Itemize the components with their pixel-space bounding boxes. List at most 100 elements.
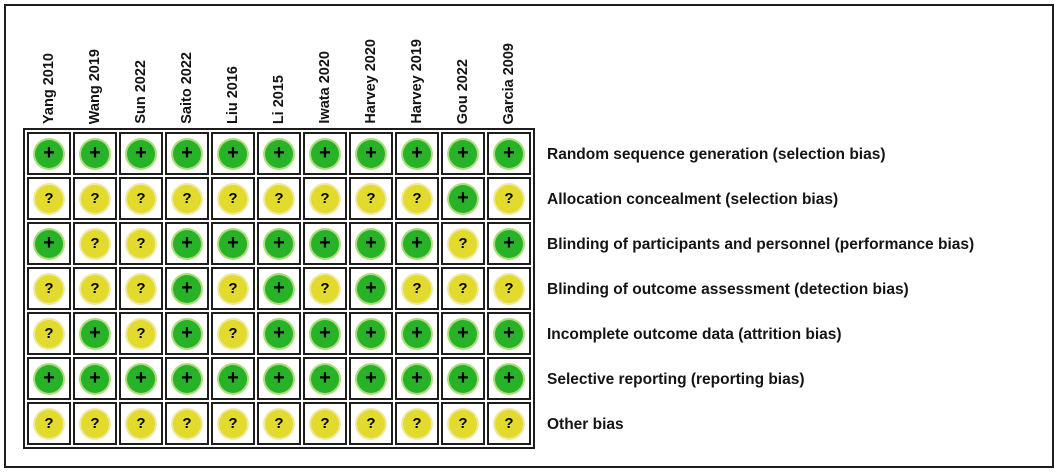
judgement-cell: + [257,132,301,175]
unclear-risk-icon: ? [35,319,63,348]
judgement-cell: ? [303,267,347,310]
low-risk-icon: + [173,229,201,258]
low-risk-icon: + [35,229,63,258]
study-column-header: Yang 2010 [41,53,57,124]
low-risk-icon: + [495,139,523,168]
judgement-cell: + [303,132,347,175]
judgement-cell: + [257,222,301,265]
judgement-cell: ? [211,402,255,445]
unclear-risk-icon: ? [35,184,63,213]
judgement-cell: + [165,267,209,310]
bias-domain-label: Incomplete outcome data (attrition bias) [547,325,842,343]
judgement-cell: ? [211,312,255,355]
unclear-risk-icon: ? [311,274,339,303]
judgement-cell: ? [303,402,347,445]
unclear-risk-icon: ? [127,274,155,303]
low-risk-icon: + [403,139,431,168]
unclear-risk-icon: ? [495,184,523,213]
unclear-risk-icon: ? [265,184,293,213]
unclear-risk-icon: ? [81,184,109,213]
low-risk-icon: + [265,229,293,258]
judgement-cell: ? [257,177,301,220]
study-column-header: Harvey 2019 [409,39,425,124]
unclear-risk-icon: ? [127,409,155,438]
low-risk-icon: + [449,184,477,213]
unclear-risk-icon: ? [81,274,109,303]
unclear-risk-icon: ? [495,274,523,303]
unclear-risk-icon: ? [219,184,247,213]
judgement-cell: + [487,312,531,355]
judgement-cell: ? [27,312,71,355]
judgement-cell: ? [119,177,163,220]
unclear-risk-icon: ? [81,409,109,438]
low-risk-icon: + [311,319,339,348]
judgement-cell: + [395,222,439,265]
low-risk-icon: + [265,139,293,168]
judgement-cell: ? [119,402,163,445]
low-risk-icon: + [449,319,477,348]
judgement-cell: + [211,222,255,265]
judgement-cell: + [349,132,393,175]
low-risk-icon: + [219,364,247,393]
low-risk-icon: + [35,139,63,168]
low-risk-icon: + [219,139,247,168]
unclear-risk-icon: ? [219,274,247,303]
judgement-cell: + [395,132,439,175]
unclear-risk-icon: ? [265,409,293,438]
judgement-cell: ? [73,177,117,220]
judgement-cell: ? [27,402,71,445]
judgement-cell: ? [487,177,531,220]
judgement-cell: ? [395,267,439,310]
judgement-cell: + [119,357,163,400]
judgement-cell: + [349,357,393,400]
bias-domain-label: Selective reporting (reporting bias) [547,370,805,388]
judgement-cell: ? [487,402,531,445]
low-risk-icon: + [495,229,523,258]
unclear-risk-icon: ? [449,409,477,438]
judgement-cell: ? [165,402,209,445]
judgement-cell: + [303,222,347,265]
unclear-risk-icon: ? [35,409,63,438]
bias-domain-label: Blinding of participants and personnel (… [547,235,975,253]
low-risk-icon: + [357,319,385,348]
judgement-cell: ? [349,177,393,220]
judgement-cell: + [119,132,163,175]
judgement-cell: + [395,357,439,400]
judgement-cell: + [395,312,439,355]
judgement-cell: + [487,357,531,400]
judgement-cell: + [257,357,301,400]
judgement-cell: + [441,357,485,400]
study-column-header: Li 2015 [271,74,287,124]
judgement-cell: ? [27,177,71,220]
low-risk-icon: + [449,364,477,393]
unclear-risk-icon: ? [495,409,523,438]
judgement-cell: ? [119,312,163,355]
low-risk-icon: + [357,229,385,258]
study-column-header: Saito 2022 [179,52,195,124]
unclear-risk-icon: ? [127,184,155,213]
low-risk-icon: + [495,364,523,393]
low-risk-icon: + [81,319,109,348]
judgement-cell: + [73,312,117,355]
low-risk-icon: + [495,319,523,348]
judgement-cell: ? [73,402,117,445]
judgement-cell: + [441,177,485,220]
low-risk-icon: + [403,229,431,258]
judgement-cell: + [165,312,209,355]
judgement-cell: ? [395,402,439,445]
low-risk-icon: + [219,229,247,258]
low-risk-icon: + [357,364,385,393]
low-risk-icon: + [173,139,201,168]
judgement-cell: + [349,267,393,310]
low-risk-icon: + [173,274,201,303]
judgement-cell: + [165,357,209,400]
low-risk-icon: + [403,364,431,393]
unclear-risk-icon: ? [219,319,247,348]
low-risk-icon: + [35,364,63,393]
judgement-cell: + [257,312,301,355]
judgement-cell: + [165,132,209,175]
judgement-cell: + [303,312,347,355]
low-risk-icon: + [173,364,201,393]
